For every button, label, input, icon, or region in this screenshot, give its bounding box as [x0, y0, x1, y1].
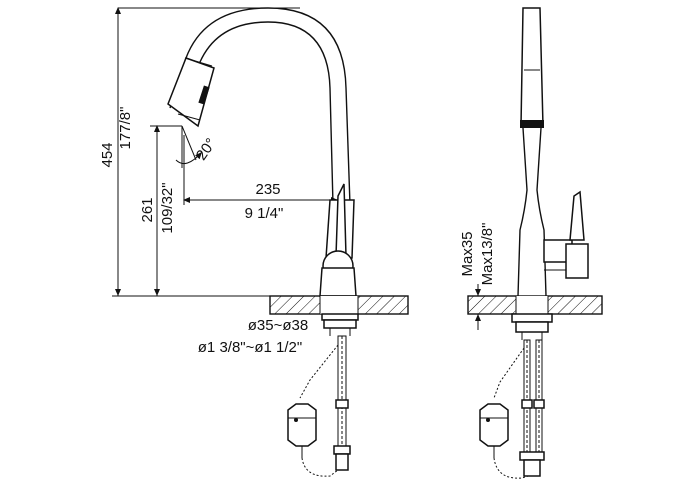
total-height-in: 177/8": [117, 107, 134, 150]
reach-dimension: 235 9 1/4": [183, 135, 338, 222]
faucet-body-front: [517, 7, 589, 297]
countertop-section-right: [467, 295, 603, 340]
spout-height-in: 109/32": [159, 182, 176, 233]
spout-height-dimension: 261 109/32": [139, 125, 182, 296]
deck-thickness-in: Max13/8": [479, 223, 496, 286]
deck-thickness-mm: Max35: [459, 231, 476, 276]
total-height-dimension: 454 177/8": [99, 7, 330, 297]
reach-mm: 235: [255, 181, 280, 198]
side-view: 454 177/8" 261 109/32" 235 9 1/4" 20°: [99, 7, 409, 477]
spray-angle-indicator: 20°: [175, 125, 220, 168]
supply-hoses-left: [287, 335, 351, 477]
total-height-mm: 454: [99, 142, 116, 167]
faucet-body-side: [167, 7, 357, 297]
spout-height-mm: 261: [139, 197, 156, 222]
countertop-section-left: [269, 295, 409, 336]
reach-in: 9 1/4": [245, 205, 284, 222]
hole-diameter-mm: ø35~ø38: [248, 317, 308, 334]
supply-hoses-right: [479, 339, 545, 479]
hole-diameter-in: ø1 3/8"~ø1 1/2": [198, 339, 302, 356]
front-view: Max35 Max13/8": [459, 7, 603, 479]
spray-angle-label: 20°: [193, 135, 220, 163]
deck-thickness-dimension: Max35 Max13/8": [459, 223, 496, 330]
